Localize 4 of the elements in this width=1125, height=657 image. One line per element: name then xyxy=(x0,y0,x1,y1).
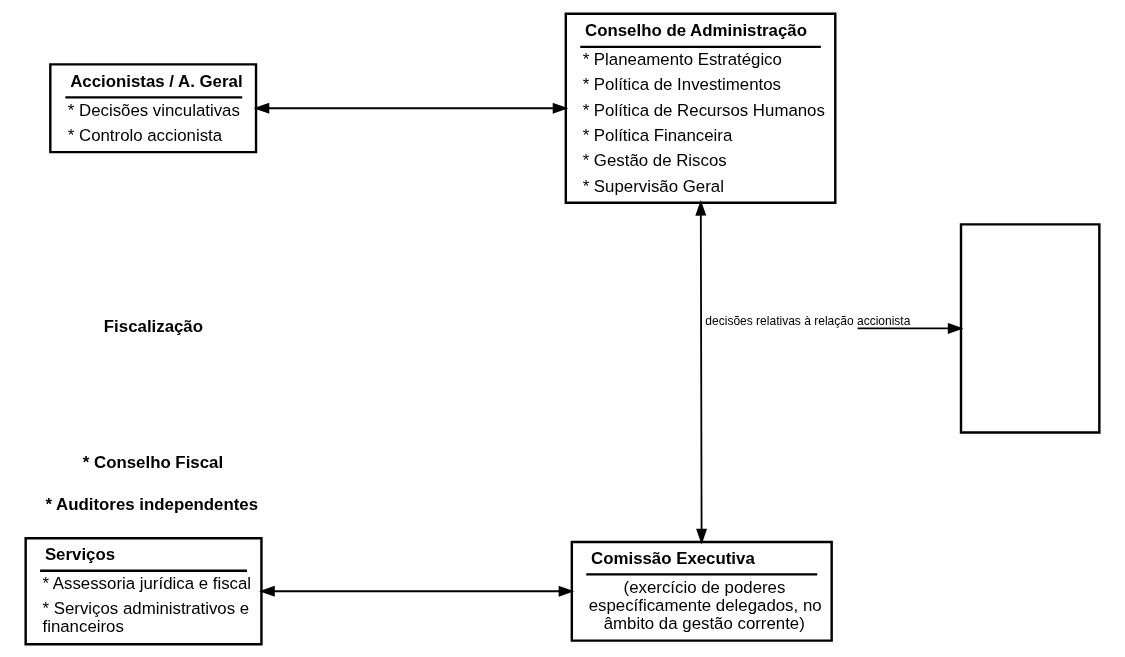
label: * Conselho Fiscal xyxy=(82,452,224,472)
label: * Auditores independentes xyxy=(45,494,259,514)
label: Fiscalização xyxy=(103,316,204,336)
edge-label: decisões relativas à relação accionista xyxy=(705,313,911,328)
